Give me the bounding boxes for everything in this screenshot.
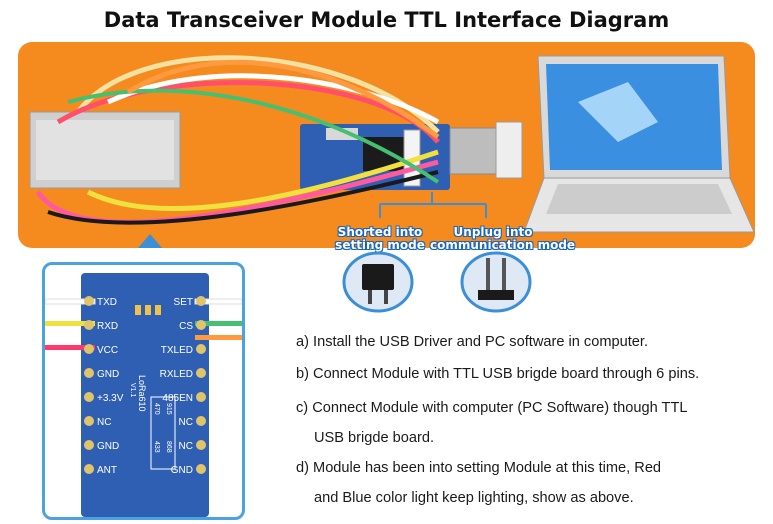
crystal xyxy=(326,128,358,140)
module-closeup-inset: TXD RXD VCC GND +3.3V NC GND ANT SET CS TXLED RXLE… xyxy=(42,262,245,520)
pin-pad xyxy=(84,464,94,474)
pin-pad xyxy=(84,368,94,378)
jumper-unplugged-icon xyxy=(460,251,532,313)
hardware-illustration xyxy=(29,55,755,248)
left-pin-label: +3.3V xyxy=(97,393,124,404)
pin-pad xyxy=(84,392,94,402)
unplug-label: Unplug into communication mode xyxy=(430,225,576,252)
pin-pad xyxy=(196,440,206,450)
right-pin-label: NC xyxy=(179,441,193,452)
resistor-label-868: 868 xyxy=(165,441,172,453)
module-board-closeup: TXD RXD VCC GND +3.3V NC GND ANT SET CS TXLED RXLE… xyxy=(45,273,242,517)
pin-pad xyxy=(84,440,94,450)
pin-pad xyxy=(84,296,94,306)
right-pin-label: GND xyxy=(171,465,193,476)
right-pin-label: CS xyxy=(179,321,193,332)
pin-pad xyxy=(196,344,206,354)
step-c: c) Connect Module with computer (PC Soft… xyxy=(296,400,688,416)
module-board xyxy=(81,273,209,517)
inset-pointer xyxy=(138,234,162,248)
left-pin-label: TXD xyxy=(97,297,117,308)
right-pin-label: 485EN xyxy=(162,393,193,404)
orange-diagram-panel xyxy=(18,42,755,248)
resistor-label-915: 915 xyxy=(165,403,172,415)
pin-pad xyxy=(196,368,206,378)
module-version-label: V1.1 xyxy=(129,383,136,398)
right-pin-label: TXLED xyxy=(161,345,193,356)
pin-pad xyxy=(196,464,206,474)
cable-black xyxy=(47,170,439,225)
right-pin-label: RXLED xyxy=(160,369,193,380)
pin-pad xyxy=(84,320,94,330)
pin-pad xyxy=(84,344,94,354)
right-pin-label: SET xyxy=(174,297,193,308)
step-a: a) Install the USB Driver and PC softwar… xyxy=(296,334,649,350)
left-pin-label: GND xyxy=(97,369,119,380)
left-pin-column: TXD RXD VCC GND +3.3V NC GND ANT xyxy=(84,296,124,476)
step-b: b) Connect Module with TTL USB brigde bo… xyxy=(296,366,700,382)
resistor-label-433: 433 xyxy=(153,441,160,453)
pin-pad xyxy=(196,320,206,330)
module-model-label: LoRa610 xyxy=(137,375,147,412)
jumper-shorted-icon xyxy=(342,251,414,313)
pin-pad xyxy=(84,416,94,426)
step-c-cont: USB brigde board. xyxy=(314,430,435,446)
page-title: Data Transceiver Module TTL Interface Di… xyxy=(103,8,670,32)
cable-orange xyxy=(126,59,440,140)
left-pin-label: GND xyxy=(97,441,119,452)
left-pin-label: ANT xyxy=(97,465,117,476)
step-d-cont: and Blue color light keep lighting, show… xyxy=(314,490,634,506)
cable-white xyxy=(106,73,440,125)
right-pin-label: NC xyxy=(179,417,193,428)
cable-yellow xyxy=(86,149,439,212)
step-d: d) Module has been into setting Module a… xyxy=(296,460,662,476)
shorted-label: Shorted into setting mode xyxy=(335,225,425,252)
pin-pad xyxy=(196,392,206,402)
right-pin-column: SET CS TXLED RXLED 485EN NC NC GND xyxy=(160,296,206,476)
left-pin-label: NC xyxy=(97,417,111,428)
left-pin-label: RXD xyxy=(97,321,118,332)
resistor-label-470: 470 xyxy=(153,403,160,415)
pin-pad xyxy=(196,416,206,426)
cable-green xyxy=(67,88,440,184)
usb-plug xyxy=(495,121,523,179)
usb-plug-shell xyxy=(449,127,499,175)
left-pin-label: VCC xyxy=(97,345,118,356)
pin-pad xyxy=(196,296,206,306)
